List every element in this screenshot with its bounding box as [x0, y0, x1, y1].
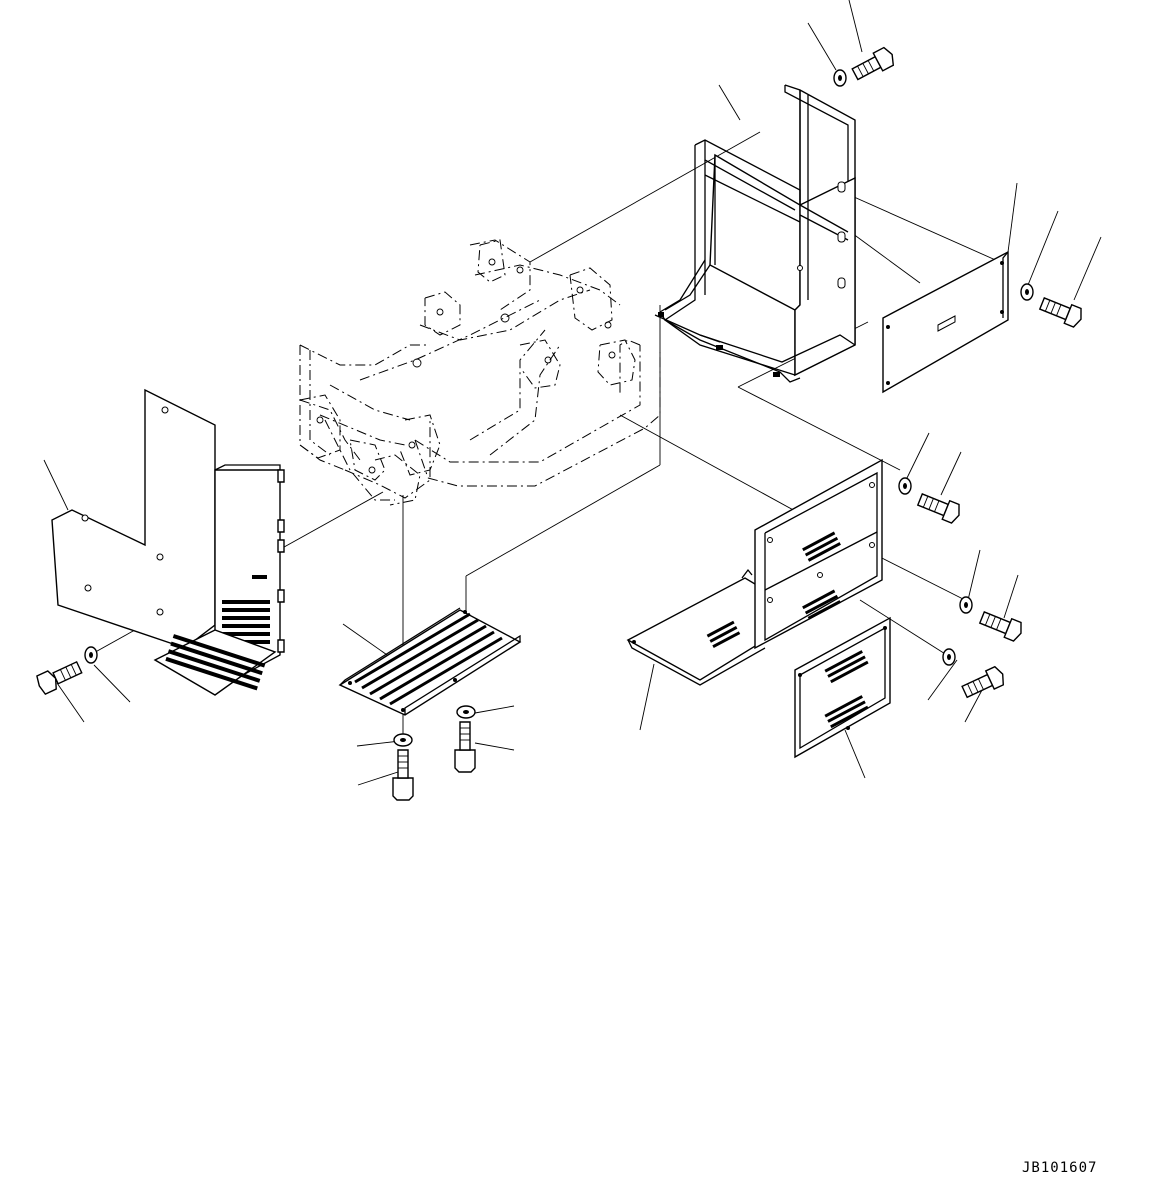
- left-step-cover-plate: [52, 390, 284, 695]
- hex-bolt-right-3: [960, 665, 1007, 701]
- hex-bolt-top: [850, 46, 896, 83]
- washers: [85, 70, 1033, 746]
- cab-side-cover-box: [655, 85, 855, 382]
- step-floor-grating: [165, 634, 266, 691]
- frame-assembly: [300, 240, 660, 505]
- right-floor-cover-plate: [628, 570, 765, 685]
- vent-slots-floor: [706, 620, 741, 649]
- small-grille-cover: [795, 618, 890, 757]
- side-access-cover: [883, 252, 1008, 392]
- center-step-grating: [340, 608, 520, 715]
- hex-bolt-side-cover: [1038, 294, 1084, 328]
- hex-bolt-right-1: [916, 490, 962, 524]
- hex-bolt-right-2: [978, 608, 1024, 642]
- vent-slots-upper: [802, 531, 841, 562]
- vent-slots-lower: [802, 589, 841, 620]
- grating-bars: [355, 614, 502, 704]
- right-vertical-grille-panel: [755, 460, 882, 648]
- grille-slots-bottom: [824, 695, 869, 729]
- hex-bolt-center-1: [393, 750, 413, 800]
- hex-bolt-center-2: [455, 722, 475, 772]
- drawing-code: JB101607: [1022, 1160, 1098, 1176]
- grille-slots-top: [824, 650, 869, 684]
- hex-bolt-left: [35, 658, 83, 695]
